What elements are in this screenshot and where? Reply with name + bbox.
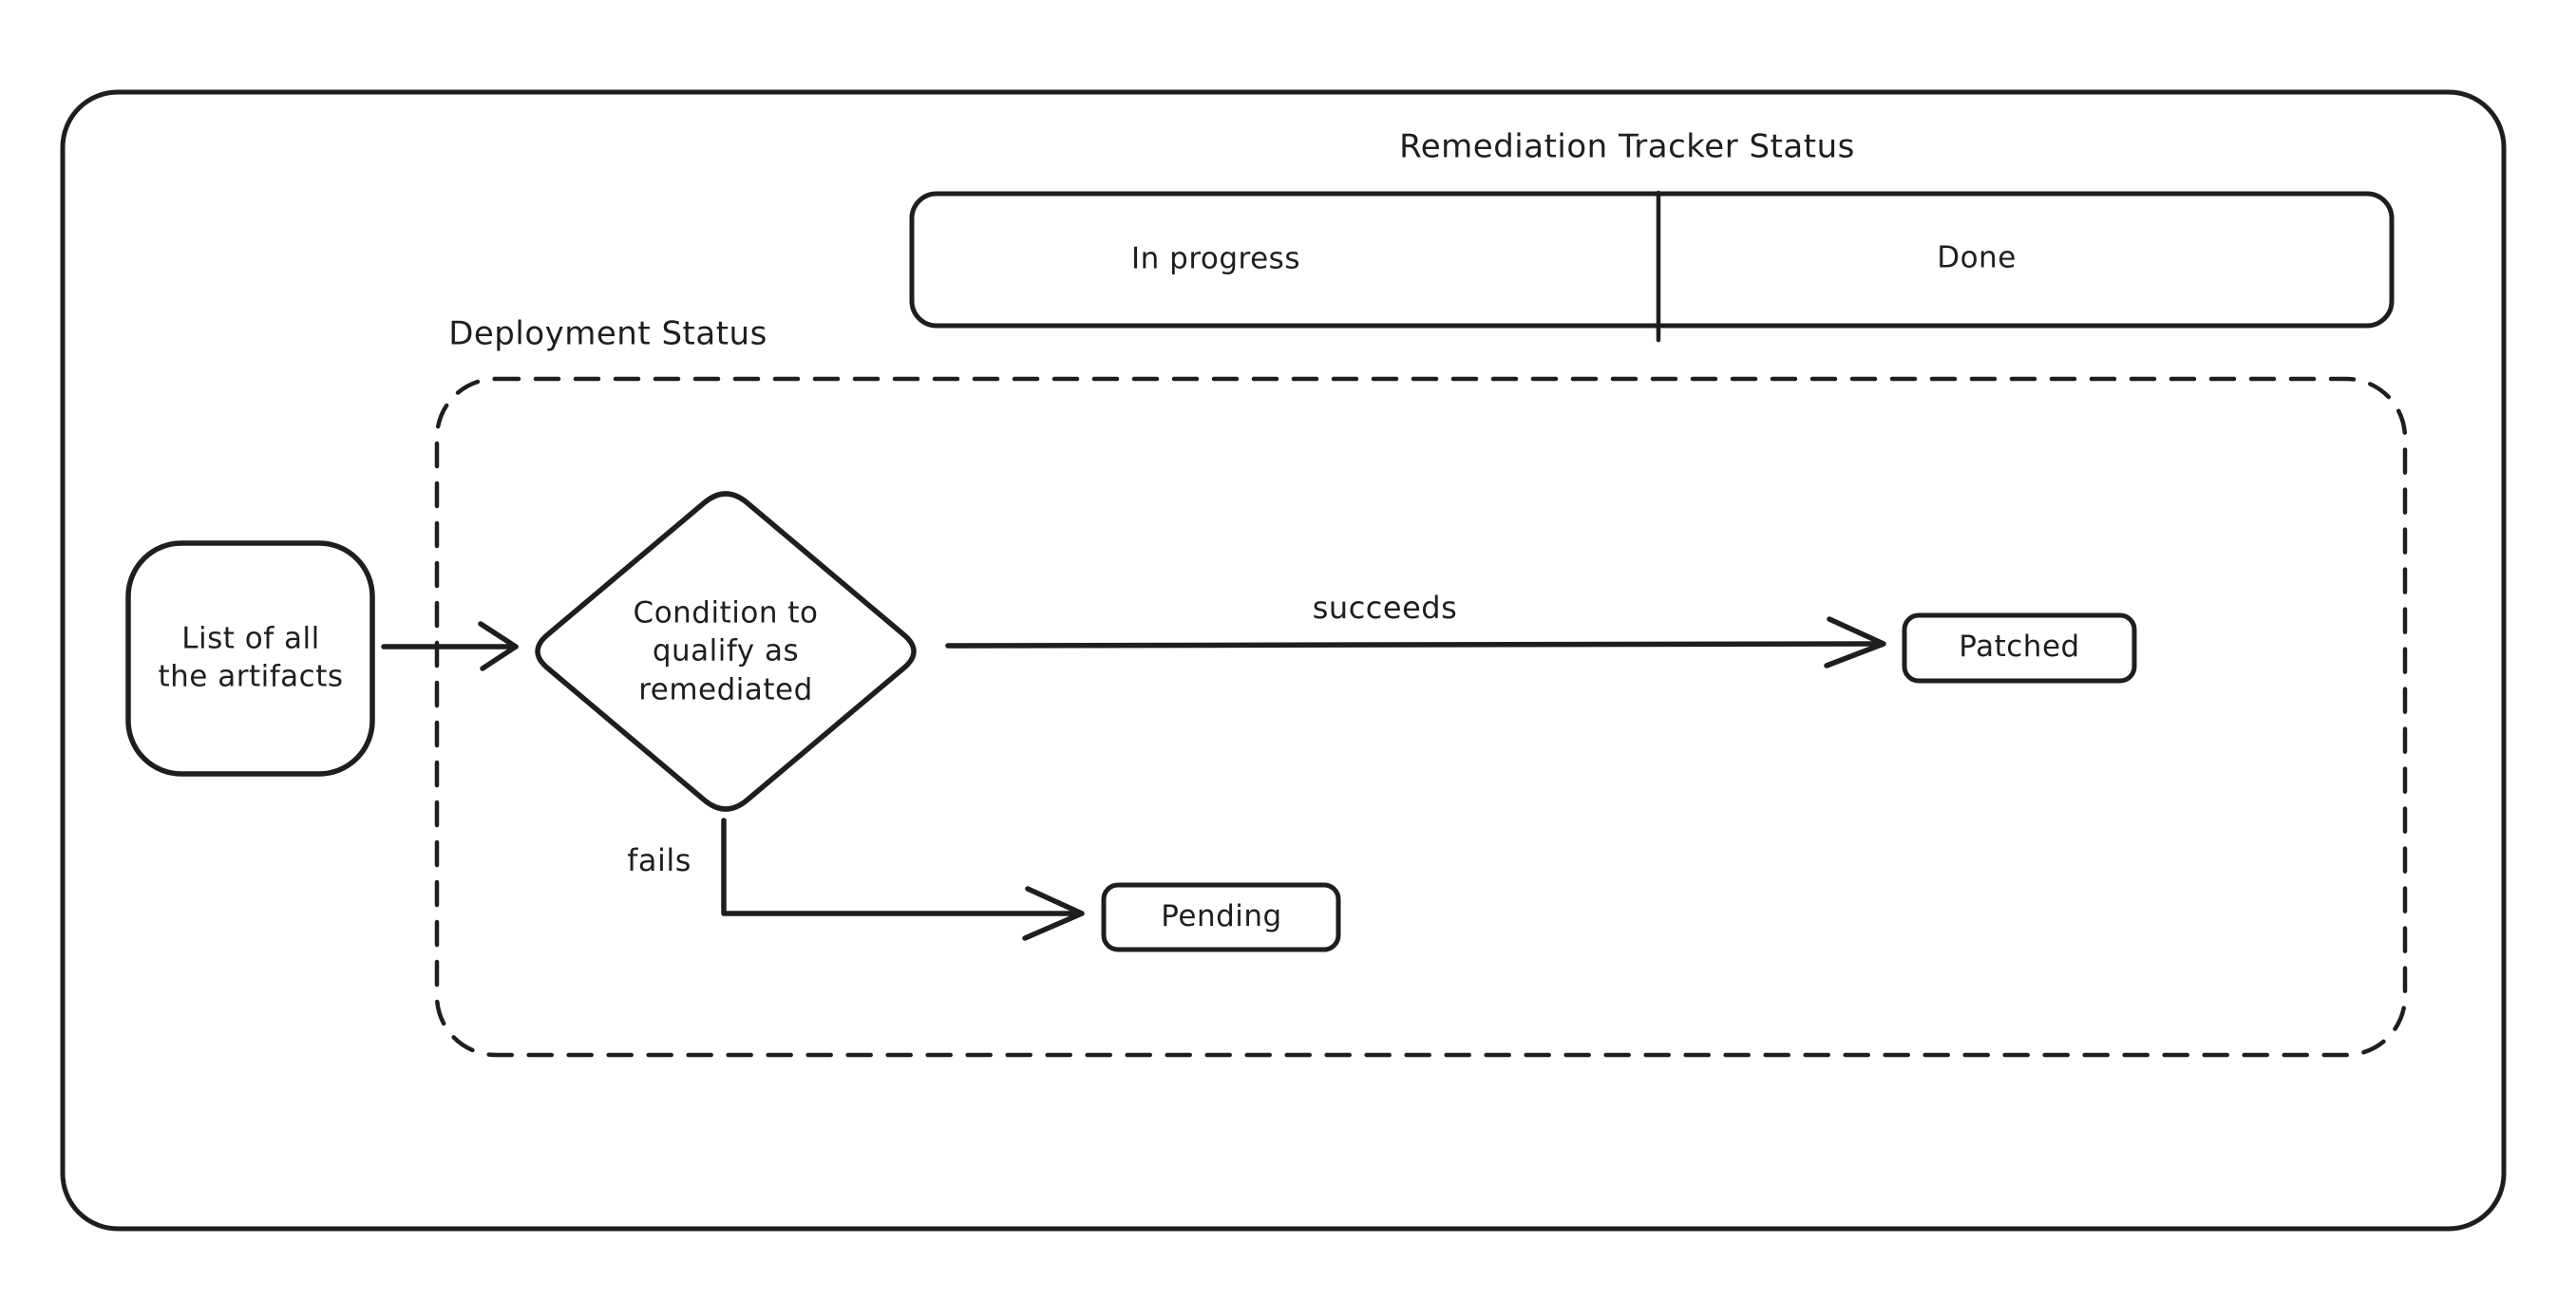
patched-node-label: Patched <box>1959 629 2080 664</box>
pending-node-box <box>1101 882 1341 952</box>
artifacts-node-box <box>125 540 375 777</box>
edge-label-fails: fails <box>627 841 691 878</box>
condition-diamond <box>535 491 917 812</box>
condition-node-label: Condition to qualify as remediated <box>633 595 819 707</box>
tracker-group-title: Remediation Tracker Status <box>1399 127 1855 166</box>
arrow-artifacts-to-condition <box>381 621 519 671</box>
tracker-column-in-progress: In progress <box>1131 241 1300 276</box>
tracker-column-done: Done <box>1937 240 2017 275</box>
deployment-group-title: Deployment Status <box>448 314 767 353</box>
deployment-group-box <box>434 376 2408 1058</box>
artifacts-node-label: List of all the artifacts <box>158 621 344 694</box>
outer-container-box <box>60 89 2507 1232</box>
tracker-bar-box <box>909 191 2395 329</box>
pending-node-label: Pending <box>1161 898 1282 933</box>
arrow-condition-to-patched <box>945 616 1886 668</box>
edge-label-succeeds: succeeds <box>1312 589 1458 626</box>
arrow-condition-to-pending <box>721 818 1085 941</box>
patched-node-box <box>1902 612 2137 684</box>
